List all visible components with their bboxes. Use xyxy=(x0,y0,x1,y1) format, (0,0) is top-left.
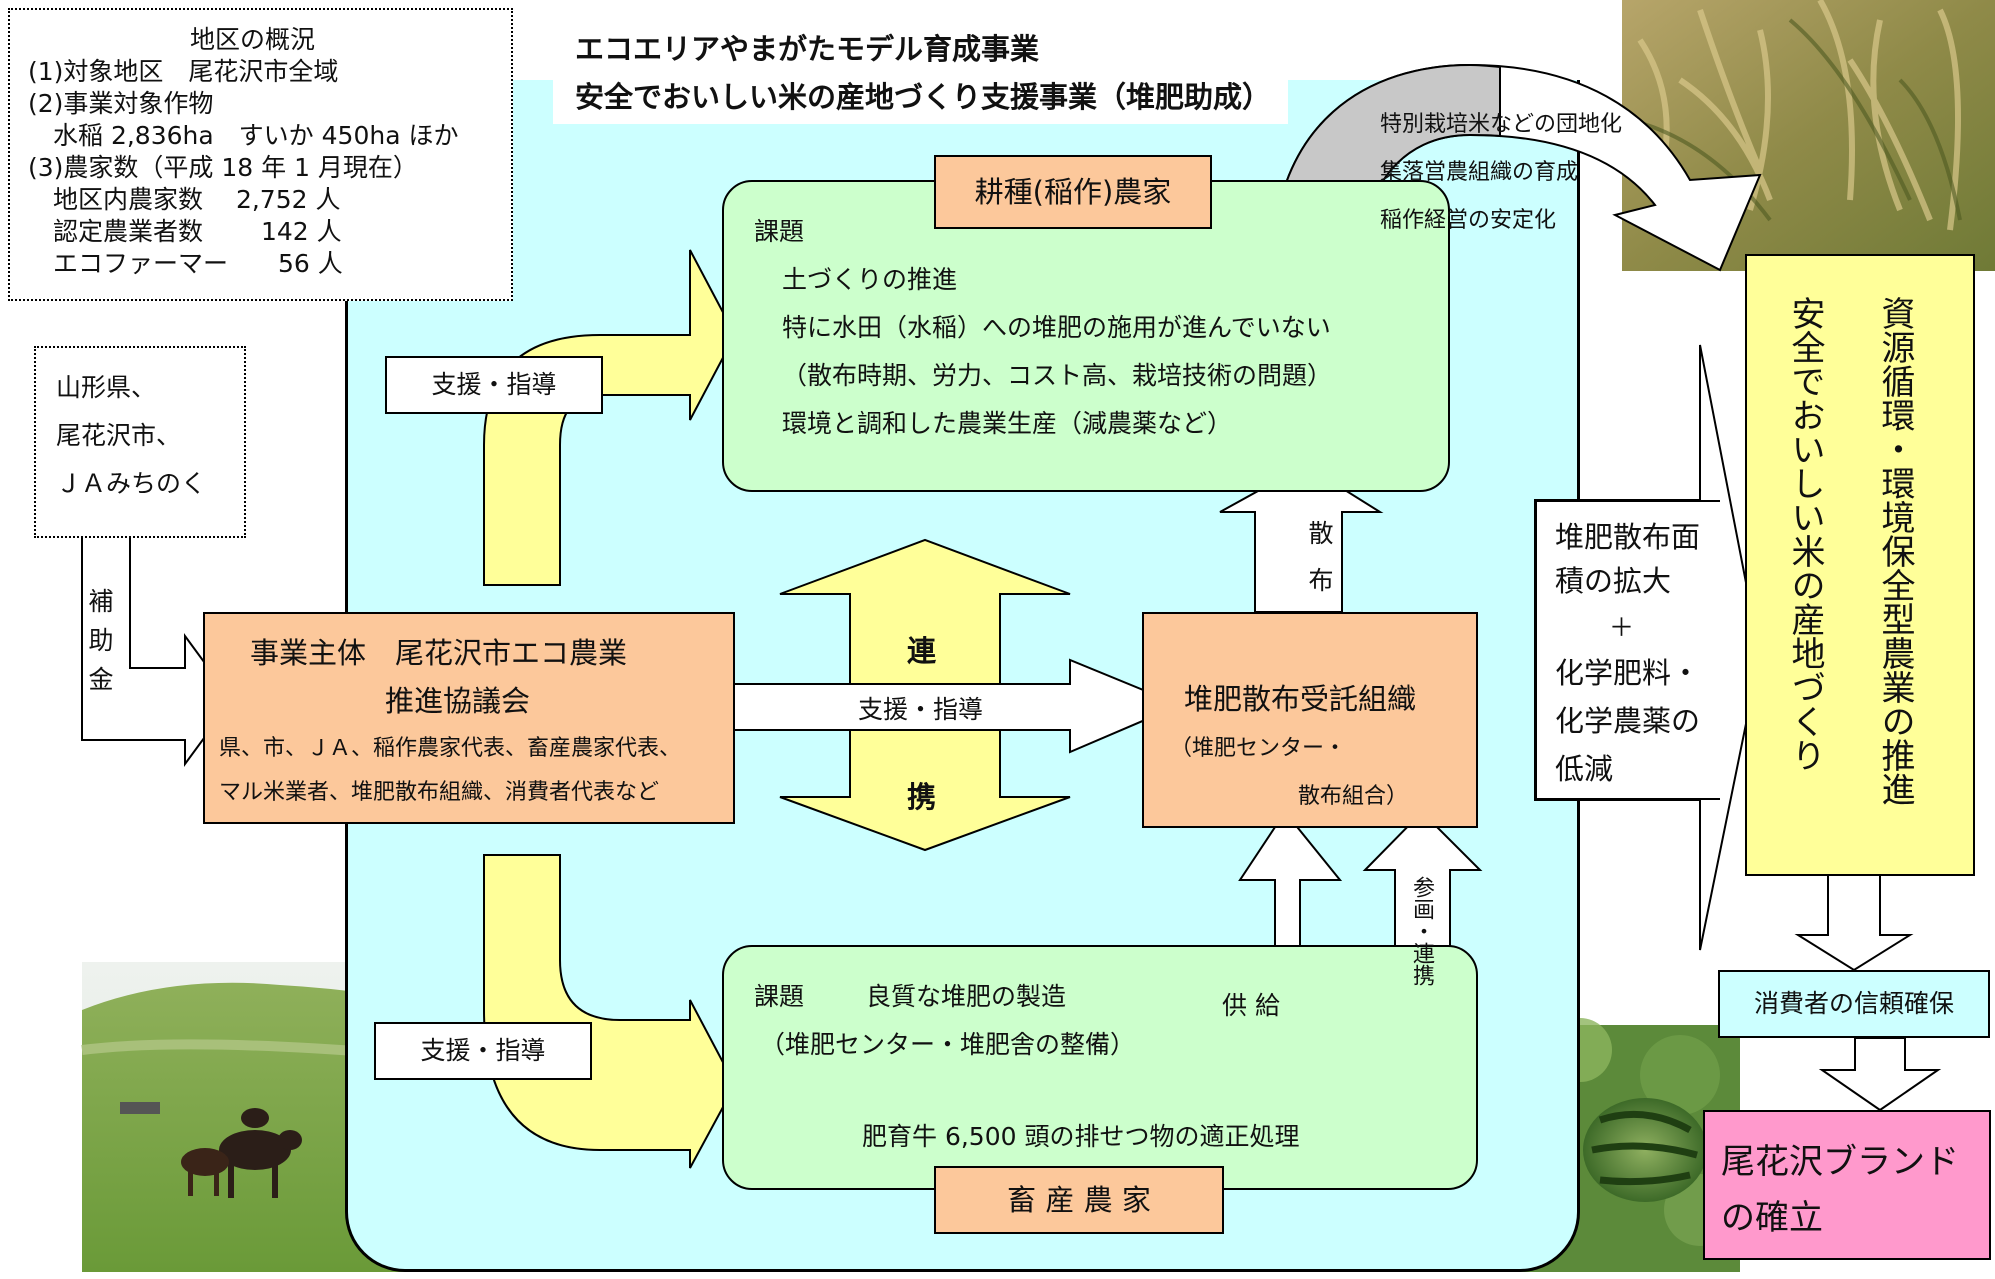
curve-item: 集落営農組織の育成 xyxy=(1380,160,1579,185)
overview-line: (2)事業対象作物 xyxy=(28,89,214,118)
header-subtitle: 安全でおいしい米の産地づくり支援事業（堆肥助成） xyxy=(575,80,1272,114)
curve-item: 特別栽培米などの団地化 xyxy=(1380,112,1623,137)
coordinator-box: 事業主体 尾花沢市エコ農業 推進協議会 県、市、ＪＡ、稲作農家代表、畜産農家代表… xyxy=(203,612,735,824)
rice-issue-line: （散布時期、労力、コスト高、栽培技術の問題） xyxy=(782,361,1333,390)
rice-issue-line: 土づくりの推進 xyxy=(782,265,958,294)
rice-issue-label: 課題 xyxy=(754,217,805,246)
overview-line: (3)農家数（平成 18 年 1 月現在） xyxy=(28,153,418,182)
collab-top: 連 xyxy=(907,634,937,668)
participate-label: 参画・連携 xyxy=(1409,876,1434,986)
coordinator-members-2: マル米業者、堆肥散布組織、消費者代表など xyxy=(219,780,660,805)
effects-line: 積の拡大 xyxy=(1555,564,1672,598)
support-arrow-up xyxy=(483,249,737,586)
rice-issue-line: 環境と調和した農業生産（減農薬など） xyxy=(782,409,1233,438)
goal-text-1: 資源循環・環境保全型農業の推進 xyxy=(1875,296,1915,806)
rice-farmer-box: 課題 土づくりの推進 特に水田（水稲）への堆肥の施用が進んでいない （散布時期、… xyxy=(722,180,1450,492)
supply-label: 供 給 xyxy=(1222,991,1280,1020)
livestock-issue: 良質な堆肥の製造 xyxy=(866,982,1067,1011)
funders-box: 山形県、 尾花沢市、 ＪＡみちのく xyxy=(34,346,246,538)
down-arrow-1 xyxy=(1794,874,1914,972)
effects-line: 低減 xyxy=(1555,752,1614,786)
overview-line: 水稲 2,836ha すいか 450ha ほか xyxy=(28,121,459,150)
overview-line: エコファーマー 56 人 xyxy=(28,249,343,278)
overview-line: (1)対象地区 尾花沢市全域 xyxy=(28,57,339,86)
overview-line: 地区内農家数 2,752 人 xyxy=(28,185,341,214)
overview-title: 地区の概況 xyxy=(190,25,316,54)
spread-label: 散布 xyxy=(1305,520,1334,614)
effects-plus: ＋ xyxy=(1609,613,1635,642)
spread-org-box: 堆肥散布受託組織 （堆肥センター・ 散布組合） xyxy=(1142,612,1478,828)
overview-line: 認定農業者数 142 人 xyxy=(28,217,342,246)
livestock-title: 畜 産 農 家 xyxy=(934,1166,1224,1234)
overview-box: 地区の概況 (1)対象地区 尾花沢市全域 (2)事業対象作物 水稲 2,836h… xyxy=(8,8,513,301)
support-arrow-down xyxy=(483,854,737,1169)
support-label-middle: 支援・指導 xyxy=(858,695,984,724)
support-label-bottom: 支援・指導 xyxy=(374,1022,592,1080)
spread-org-name: 堆肥散布受託組織 xyxy=(1184,682,1417,716)
effects-box: 堆肥散布面 積の拡大 ＋ 化学肥料・ 化学農薬の 低減 xyxy=(1535,500,1720,800)
goal-box: 資源循環・環境保全型農業の推進 安全でおいしい米の産地づくり xyxy=(1745,254,1975,876)
brand-box: 尾花沢ブランド の確立 xyxy=(1703,1110,1991,1260)
rice-issue-line: 特に水田（水稲）への堆肥の施用が進んでいない xyxy=(782,313,1331,342)
brand-line: 尾花沢ブランド xyxy=(1721,1142,1959,1182)
support-label-top: 支援・指導 xyxy=(385,356,603,414)
funder-line: 尾花沢市、 xyxy=(56,421,182,450)
down-arrow-2 xyxy=(1818,1037,1942,1112)
support-arrow-right xyxy=(723,658,1183,754)
effects-line: 堆肥散布面 xyxy=(1555,520,1701,554)
header-box: エコエリアやまがたモデル育成事業 安全でおいしい米の産地づくり支援事業（堆肥助成… xyxy=(553,14,1288,124)
livestock-line: 肥育牛 6,500 頭の排せつ物の適正処理 xyxy=(862,1122,1300,1151)
subsidy-label: 補助金 xyxy=(85,588,114,705)
curve-item: 稲作経営の安定化 xyxy=(1380,208,1557,233)
coordinator-members: 県、市、ＪＡ、稲作農家代表、畜産農家代表、 xyxy=(219,736,682,761)
collab-bottom: 携 xyxy=(907,780,937,814)
coordinator-name: 事業主体 尾花沢市エコ農業 xyxy=(250,636,628,670)
effects-line: 化学肥料・ xyxy=(1555,656,1701,690)
livestock-issue-label: 課題 xyxy=(754,982,805,1011)
rice-farmer-title: 耕種(稲作)農家 xyxy=(934,155,1212,229)
brand-line-2: の確立 xyxy=(1721,1198,1823,1238)
trust-box: 消費者の信頼確保 xyxy=(1718,970,1990,1038)
spread-org-detail: （堆肥センター・ xyxy=(1170,736,1347,761)
coordinator-name-2: 推進協議会 xyxy=(385,684,531,718)
collab-arrow xyxy=(924,516,1060,542)
livestock-line: （堆肥センター・堆肥舎の整備） xyxy=(760,1030,1136,1059)
effects-line: 化学農薬の xyxy=(1555,704,1701,738)
goal-text-2: 安全でおいしい米の産地づくり xyxy=(1785,296,1825,772)
funder-line: 山形県、 xyxy=(56,373,157,402)
funder-line: ＪＡみちのく xyxy=(56,469,207,498)
header-title: エコエリアやまがたモデル育成事業 xyxy=(575,32,1040,66)
livestock-box: 課題 良質な堆肥の製造 （堆肥センター・堆肥舎の整備） 肥育牛 6,500 頭の… xyxy=(722,945,1478,1190)
spread-org-detail-2: 散布組合） xyxy=(1298,784,1409,809)
